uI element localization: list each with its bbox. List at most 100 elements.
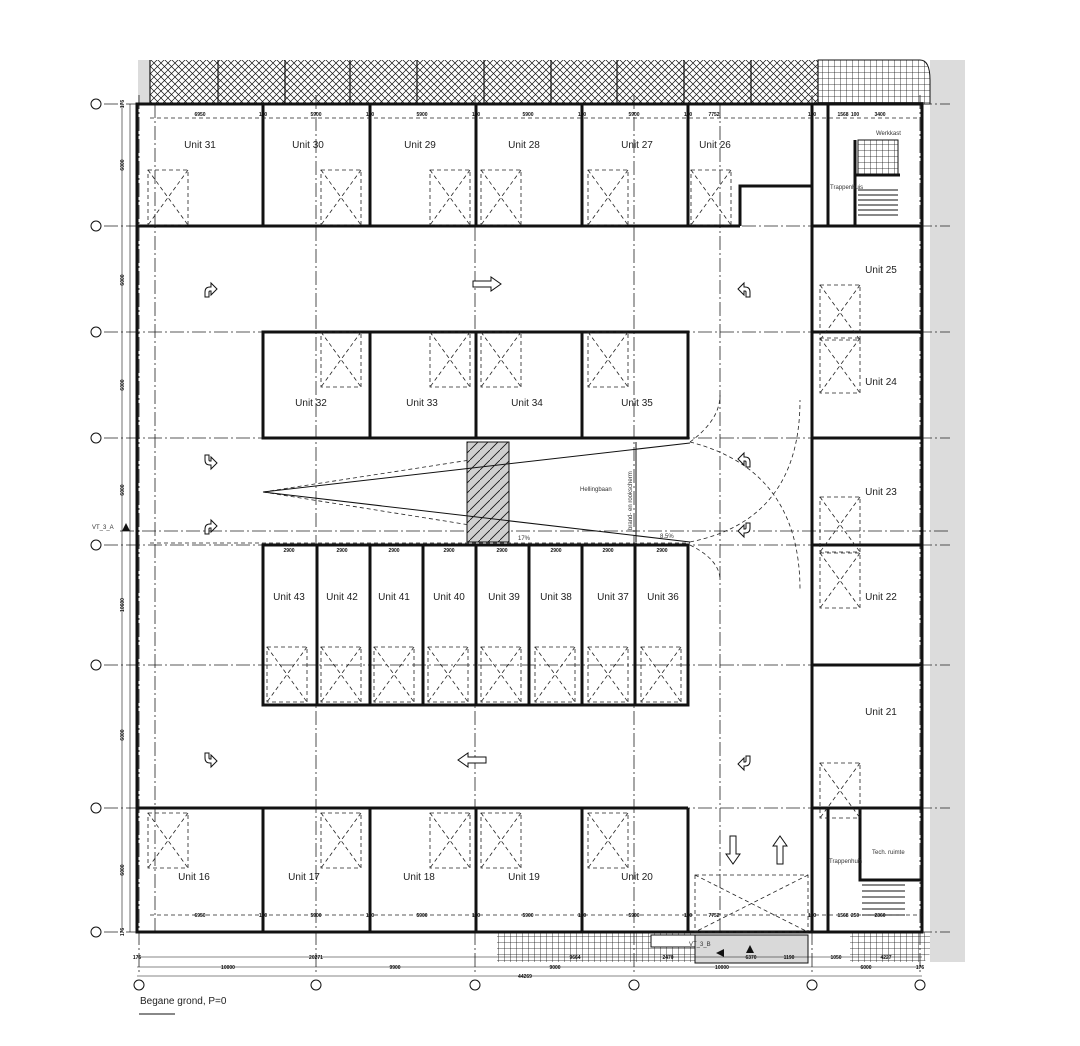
unit-label: Unit 37 (597, 592, 629, 603)
entrance-marker-icon (746, 945, 754, 953)
curved-arrow-icon (204, 752, 218, 769)
storage-box-outline (640, 646, 682, 703)
dimension-label: 6000 (860, 965, 871, 971)
unit-label: Unit 33 (406, 398, 438, 409)
wall (810, 226, 922, 810)
drawing-title: Begane grond, P=0 (140, 996, 227, 1007)
storage-box-cross (819, 496, 861, 553)
storage-box-outline (429, 331, 471, 388)
dimension-label: 100 (578, 913, 587, 919)
storage-box-outline (587, 812, 629, 869)
storage-box-outline (819, 337, 861, 394)
dimension-label: 100 (808, 913, 817, 919)
dimension-label: 176 (916, 965, 925, 971)
dimension-label: 100 (578, 112, 587, 118)
storage-box-outline (587, 169, 629, 226)
bottom-notch (650, 934, 696, 948)
dimension-label: 100 (851, 112, 860, 118)
dimension-label: 100 (366, 913, 375, 919)
storage-box-outline (480, 812, 522, 869)
unit-label: Unit 19 (508, 872, 540, 883)
unit-label: Unit 38 (540, 592, 572, 603)
dimension-label: 1050 (830, 955, 841, 961)
dimension-label: 6950 (194, 112, 205, 118)
curved-arrow-icon (204, 454, 218, 471)
dimension-label: 176 (120, 928, 126, 937)
dimension-label: 10000 (221, 965, 235, 971)
storage-box (480, 812, 522, 869)
curved-arrow-icon (737, 522, 751, 539)
unit-label: Unit 34 (511, 398, 543, 409)
storage-box (587, 646, 629, 703)
unit-label: Unit 28 (508, 140, 540, 151)
dimension-label: 6370 (745, 955, 756, 961)
unit-label: Unit 24 (865, 377, 897, 388)
hellingbaan-label: Hellingbaan (580, 487, 612, 493)
storage-box-outline (534, 646, 576, 703)
stairs-bottom (862, 884, 905, 916)
wall (137, 104, 814, 228)
storage-box-outline (587, 331, 629, 388)
curved-arrow-icon (204, 281, 218, 298)
grid-bubble (90, 326, 102, 338)
storage-box (480, 646, 522, 703)
dimension-label: 44269 (518, 974, 532, 980)
storage-box (320, 646, 362, 703)
dimension-label: 100 (808, 112, 817, 118)
storage-box (587, 812, 629, 869)
storage-box-outline (429, 169, 471, 226)
storage-box-outline (819, 284, 861, 341)
storage-box (640, 646, 682, 703)
grid-bubble (469, 979, 481, 991)
paving-top-right (817, 59, 931, 105)
section-b-marker-icon (716, 949, 724, 957)
storage-box-cross (640, 646, 682, 703)
dimension-label: 250 (851, 913, 860, 919)
storage-box (266, 646, 308, 703)
ramp-hatched-block (466, 441, 510, 543)
dimension-label: 5900 (628, 112, 639, 118)
storage-box (819, 552, 861, 609)
storage-box-cross (429, 331, 471, 388)
unit-label: Unit 32 (295, 398, 327, 409)
storage-box-cross (587, 331, 629, 388)
storage-box-cross (147, 812, 189, 869)
dimension-label: 7752 (708, 913, 719, 919)
grid-bubble (133, 979, 145, 991)
storage-box-cross (819, 762, 861, 819)
grid-bubble (90, 926, 102, 938)
storage-box-cross (587, 646, 629, 703)
unit-label: Unit 36 (647, 592, 679, 603)
section-b-label: VT_3_B (689, 942, 711, 948)
curved-arrow-icon (737, 451, 751, 468)
structural-grid (90, 95, 950, 991)
slope-17-label: 17% (518, 536, 531, 542)
trappenhuis-bottom-label: Trappenhuis (829, 859, 862, 865)
storage-box-outline (320, 812, 362, 869)
dimension-label: 100 (259, 913, 268, 919)
unit-label: Unit 16 (178, 872, 210, 883)
dimension-label: 2900 (550, 548, 561, 554)
storage-box-cross (429, 169, 471, 226)
section-a-label: VT_3_A (92, 525, 114, 531)
storage-box-outline (320, 646, 362, 703)
storage-box-cross (587, 169, 629, 226)
dimension-label: 6950 (194, 913, 205, 919)
grid-bubble (90, 432, 102, 444)
dimension-label: 5900 (628, 913, 639, 919)
storage-box-cross (427, 646, 469, 703)
storage-box-cross (320, 812, 362, 869)
unit-label: Unit 22 (865, 592, 897, 603)
storage-box (480, 169, 522, 226)
ramp-swing-arcs (689, 394, 801, 591)
storage-box (819, 337, 861, 394)
dimension-label: 1568 (837, 913, 848, 919)
storage-box-outline (147, 812, 189, 869)
dimension-label: 5900 (416, 112, 427, 118)
direction-arrow-icon (457, 752, 487, 768)
fire-screen-label: brand- en rookscherm (628, 471, 634, 530)
dimension-label: 6000 (120, 484, 126, 495)
storage-box-outline (429, 812, 471, 869)
